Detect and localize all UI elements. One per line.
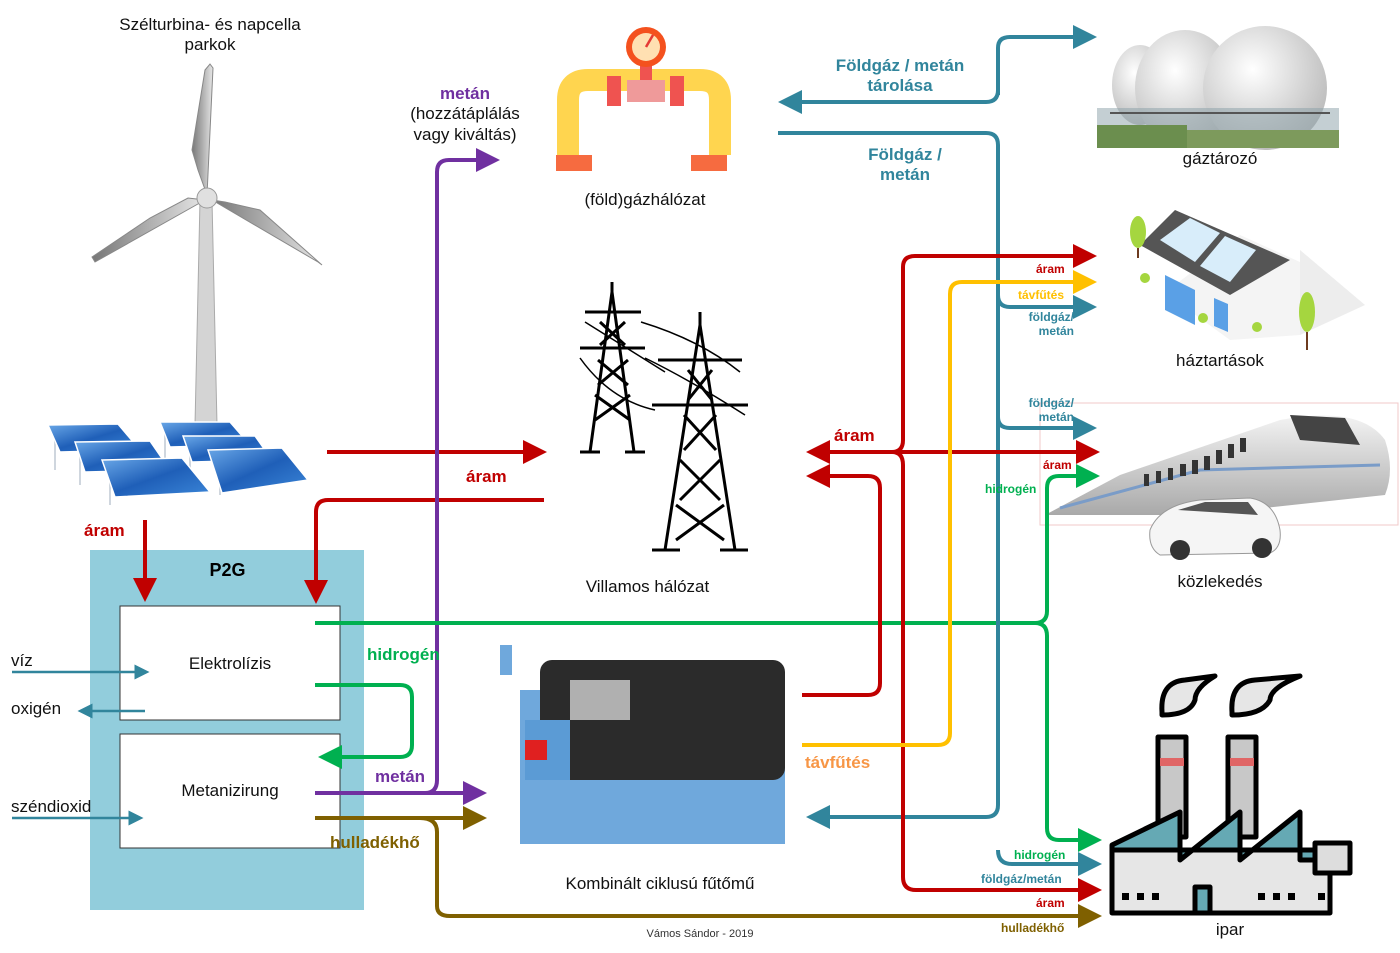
- flow-label-aram-right: áram: [834, 426, 875, 445]
- flow-aram-to-households: [891, 244, 1097, 454]
- flow-gas-to-chp: [778, 131, 1000, 829]
- flow-label-gas-out-line1: Földgáz /: [868, 145, 942, 164]
- oxygen-output-label: oxigén: [11, 699, 62, 718]
- power-pylon-icon: [579, 282, 748, 552]
- flow-gas-to-industry: [996, 849, 1102, 876]
- wind-solar-label-line1: Szélturbina- és napcella: [119, 15, 301, 34]
- flow-label-hh-gaz-line1: földgáz/: [1028, 310, 1074, 324]
- flow-label-metan-grid-title: metán: [439, 84, 491, 103]
- gas-grid-label: (föld)gázhálózat: [584, 190, 706, 209]
- flow-aram-to-industry: [891, 450, 1102, 902]
- flow-gas-to-transport: [996, 416, 1097, 440]
- flow-label-tr-aram: áram: [1043, 458, 1072, 472]
- flow-label-hh-gaz-line2: metán: [1038, 324, 1074, 339]
- flow-label-hh-aram: áram: [1036, 262, 1065, 276]
- flow-label-metan-grid-line2: (hozzátáplálás: [410, 104, 520, 124]
- gas-storage-label: gáztározó: [1182, 149, 1258, 168]
- gas-storage-image: [1097, 15, 1339, 150]
- solar-panels-icon: [46, 421, 310, 505]
- methanation-label: Metanizirung: [181, 781, 279, 800]
- flow-label-aram-p2g: áram: [84, 521, 125, 540]
- flow-label-metan: metán: [375, 767, 426, 786]
- wind-solar-label: Szélturbina- és napcella parkok: [100, 15, 320, 56]
- flow-label-hh-tavfutes: távfűtés: [1018, 288, 1065, 302]
- flow-label-aram-grid: áram: [466, 467, 507, 486]
- flow-label-metan-grid: metán (hozzátáplálás vagy kiváltás): [400, 84, 530, 145]
- flow-label-tr-gaz-line2: metán: [1038, 410, 1074, 425]
- flow-hidrogen-to-industry: [1034, 621, 1102, 852]
- flow-label-hulladekho: hulladékhő: [330, 833, 420, 852]
- power-grid-label: Villamos hálózat: [585, 577, 710, 596]
- wind-turbine-icon: [91, 63, 323, 426]
- flow-hulladekho-to-industry: [419, 816, 1102, 928]
- flow-label-tavfutes: távfűtés: [805, 753, 871, 772]
- flow-aram-grid-to-p2g: [304, 498, 544, 604]
- gas-pipeline-icon: [556, 27, 731, 171]
- p2g-container: [90, 550, 364, 910]
- electrolysis-box: [119, 605, 341, 721]
- flow-label-hh-gaz: földgáz/ metán: [1024, 310, 1074, 339]
- flow-gas-from-storage: [778, 89, 1000, 114]
- flow-tavfutes-to-households: [802, 270, 1097, 747]
- households-label: háztartások: [1176, 351, 1264, 370]
- flow-label-metan-grid-line3: vagy kiváltás): [413, 124, 517, 144]
- house-icon: [1130, 210, 1365, 350]
- flow-label-storage-line2: tárolása: [867, 76, 933, 96]
- flow-aram-chp-to-grid: [802, 464, 882, 697]
- wind-solar-label-line2: parkok: [184, 35, 236, 55]
- factory-icon: [1109, 673, 1353, 916]
- transport-label: közlekedés: [1177, 572, 1263, 591]
- flow-gas-to-households: [996, 294, 1097, 319]
- flow-label-ind-hidrogen: hidrogén: [1014, 848, 1066, 862]
- flow-label-storage-line1: Földgáz / metán: [835, 56, 965, 75]
- chp-plant-image: [500, 645, 785, 844]
- flow-label-storage: Földgáz / metán tárolása: [825, 56, 975, 97]
- flow-label-tr-gaz-line1: földgáz/: [1028, 396, 1074, 410]
- p2g-title: P2G: [209, 560, 246, 580]
- flow-label-hidrogen: hidrogén: [367, 645, 440, 664]
- flow-gas-to-storage: [996, 25, 1097, 95]
- industry-label: ipar: [1215, 920, 1245, 939]
- water-input-label: víz: [11, 651, 33, 670]
- flow-label-gas-out-line2: metán: [879, 165, 931, 185]
- co2-input-label: széndioxid: [11, 797, 92, 816]
- flow-label-tr-hidrogen: hidrogén: [985, 482, 1037, 496]
- flow-hidrogen-to-methanation: [315, 683, 414, 769]
- flow-label-ind-aram: áram: [1036, 896, 1065, 910]
- flow-label-ind-hulladekho: hulladékhő: [1001, 921, 1065, 935]
- train-and-car-image: [1039, 402, 1399, 560]
- flow-label-gas-out: Földgáz / metán: [855, 145, 955, 186]
- author-credit: Vámos Sándor - 2019: [646, 928, 754, 940]
- electrolysis-label: Elektrolízis: [188, 654, 272, 673]
- flow-label-tr-gaz: földgáz/ metán: [1024, 396, 1074, 425]
- methanation-box: [119, 733, 341, 849]
- flow-label-ind-gaz: földgáz/metán: [981, 872, 1062, 886]
- chp-label: Kombinált ciklusú fűtőmű: [565, 874, 755, 893]
